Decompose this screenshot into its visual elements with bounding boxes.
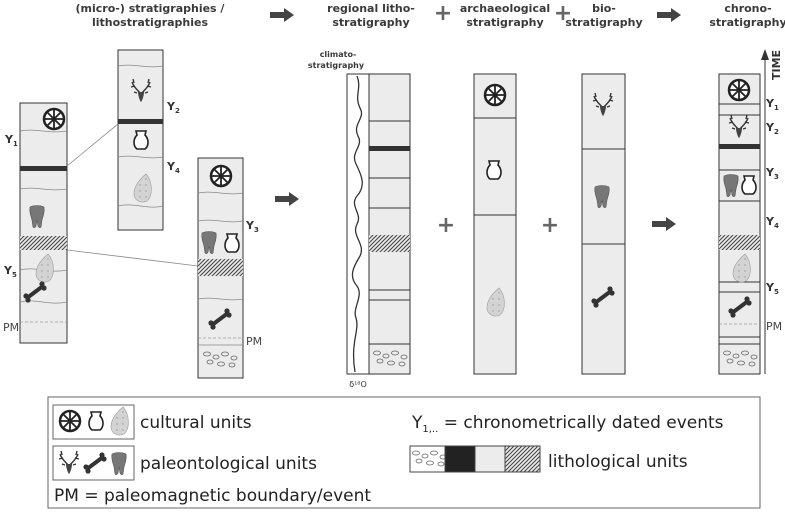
header-arrow-1 bbox=[270, 8, 294, 22]
correlation-line bbox=[66, 249, 199, 267]
climato-label-line2: stratigraphy bbox=[308, 61, 365, 70]
hatched-layer bbox=[719, 235, 760, 250]
hatched-layer bbox=[369, 235, 410, 252]
pot-icon bbox=[133, 130, 149, 150]
header-col2-line2: stratigraphy bbox=[332, 16, 409, 29]
plus-sign: + bbox=[437, 213, 455, 238]
legend: cultural units paleontological units PM … bbox=[47, 396, 761, 509]
label-pm-a: PM bbox=[3, 321, 19, 334]
lithology-swatches bbox=[409, 445, 541, 473]
isotope-curve-box bbox=[346, 73, 370, 375]
label-y5-chrono: Y5 bbox=[765, 281, 779, 296]
label-y1-chrono: Y1 bbox=[765, 97, 779, 112]
header: (micro-) stratigraphies / lithostratigra… bbox=[76, 1, 785, 29]
wheel-icon bbox=[58, 409, 82, 433]
header-arrow-2 bbox=[657, 8, 681, 22]
pot-icon bbox=[88, 411, 104, 431]
header-col4-line1: bio- bbox=[592, 2, 616, 15]
label-y1: Y1 bbox=[4, 133, 18, 148]
pot-icon bbox=[486, 160, 502, 180]
label-pm-c: PM bbox=[246, 335, 262, 348]
wheel-icon bbox=[42, 107, 66, 131]
time-arrow bbox=[761, 49, 769, 374]
header-col5-line1: chrono- bbox=[724, 2, 771, 15]
delta18o-curve bbox=[351, 75, 363, 373]
legend-cultural: cultural units bbox=[140, 413, 252, 433]
label-y4-b: Y4 bbox=[166, 160, 180, 175]
arrow-to-regional bbox=[275, 192, 299, 206]
correlation-line bbox=[66, 123, 119, 167]
header-col3-line2: stratigraphy bbox=[466, 16, 543, 29]
label-y3-chrono: Y3 bbox=[765, 166, 779, 181]
label-y4-chrono: Y4 bbox=[765, 215, 779, 230]
hatched-layer bbox=[198, 259, 243, 276]
dark-layer bbox=[20, 166, 67, 171]
dark-layer bbox=[719, 144, 760, 149]
header-plus-2: + bbox=[554, 1, 572, 26]
legend-dated-events: Y1,.. = chronometrically dated events bbox=[411, 413, 724, 435]
legend-paleontological: paleontological units bbox=[140, 454, 317, 474]
archaeological-column bbox=[473, 73, 517, 375]
legend-lithological: lithological units bbox=[548, 452, 688, 472]
wheel-icon bbox=[209, 164, 233, 188]
section-column-a bbox=[19, 102, 68, 344]
header-col1-line2: lithostratigraphies bbox=[92, 16, 209, 29]
legend-pm: PM = paleomagnetic boundary/event bbox=[54, 486, 371, 506]
climato-label-line1: climato- bbox=[320, 50, 357, 59]
bio-column bbox=[581, 73, 626, 375]
dark-layer bbox=[118, 119, 163, 124]
label-pm-chrono: PM bbox=[766, 320, 782, 333]
section-column-c bbox=[197, 157, 244, 379]
arrow-to-chrono bbox=[652, 217, 676, 231]
time-label: TIME bbox=[770, 50, 783, 80]
label-y3-c: Y3 bbox=[245, 219, 259, 234]
label-y2-chrono: Y2 bbox=[765, 121, 779, 136]
pot-icon bbox=[741, 175, 757, 195]
dark-layer bbox=[369, 146, 410, 151]
wheel-icon bbox=[727, 78, 751, 102]
chrono-column bbox=[718, 73, 761, 375]
wheel-icon bbox=[483, 83, 507, 107]
pot-icon bbox=[224, 233, 240, 253]
isotope-label: δ¹⁸O bbox=[349, 380, 367, 389]
header-col5-line2: stratigraphy bbox=[709, 16, 785, 29]
header-col1-line1: (micro-) stratigraphies / bbox=[76, 2, 226, 15]
header-col3-line1: archaeological bbox=[460, 2, 550, 15]
header-col4-line2: stratigraphy bbox=[565, 16, 642, 29]
label-y5-a: Y5 bbox=[3, 264, 17, 279]
header-col2-line1: regional litho- bbox=[327, 2, 415, 15]
label-y2-b: Y2 bbox=[166, 100, 180, 115]
hatched-layer bbox=[20, 236, 67, 250]
header-plus-1: + bbox=[434, 1, 452, 26]
regional-litho-column: climato- stratigraphy δ¹⁸O bbox=[308, 50, 411, 389]
section-column-b bbox=[117, 49, 164, 231]
plus-sign: + bbox=[541, 213, 559, 238]
